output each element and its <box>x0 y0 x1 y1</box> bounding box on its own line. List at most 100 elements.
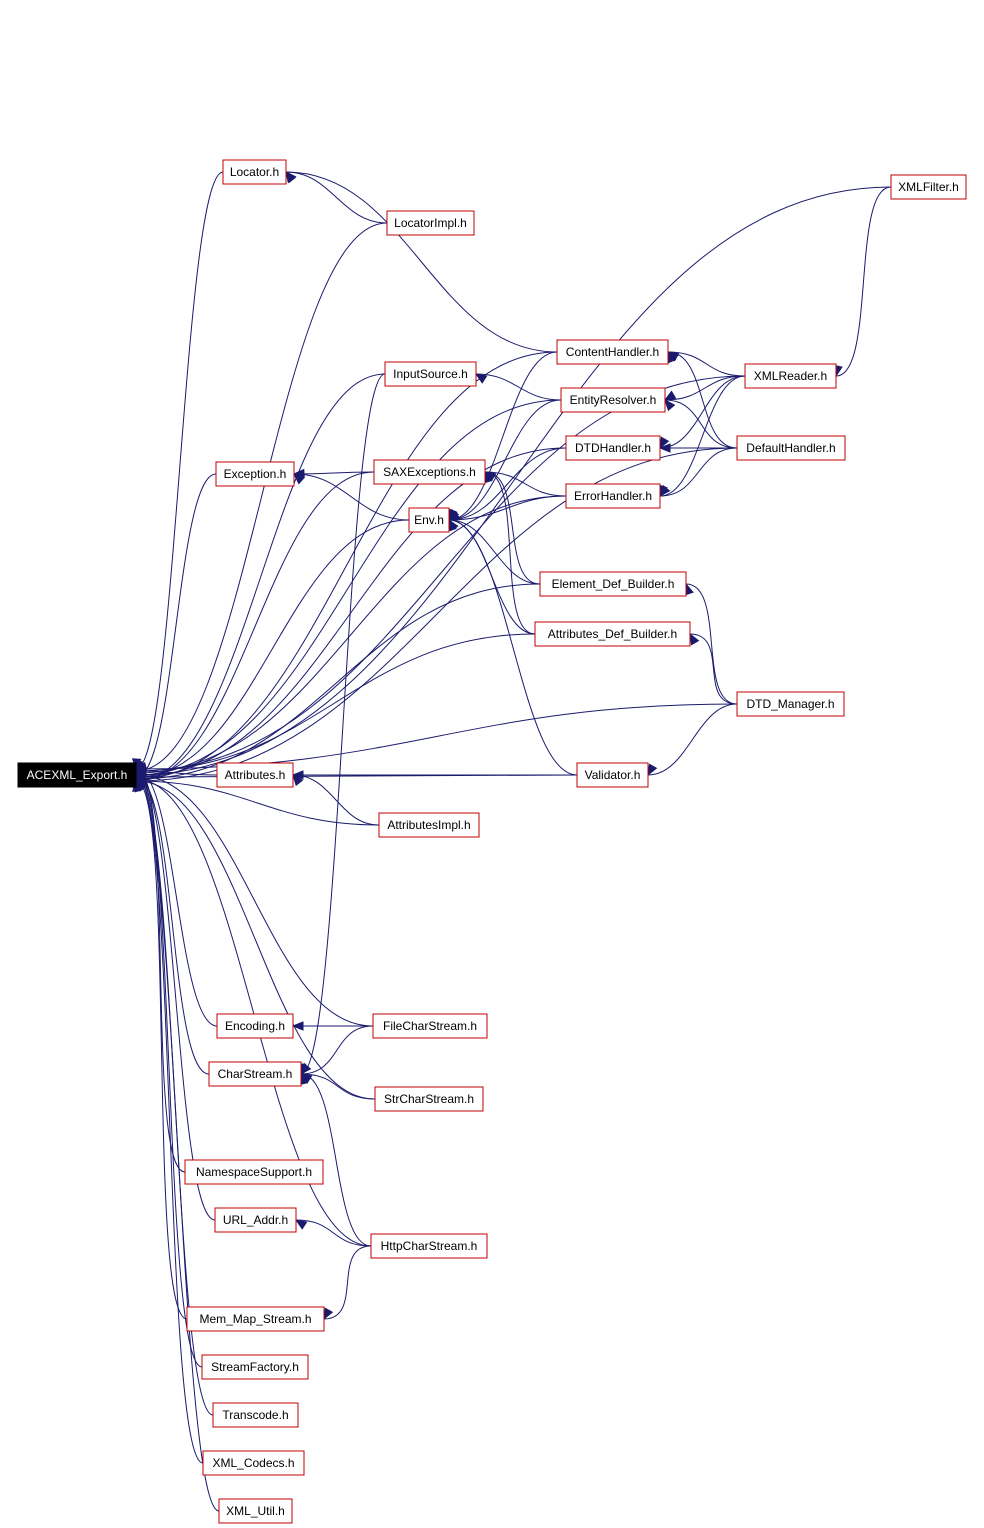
node-validator[interactable]: Validator.h <box>576 762 649 788</box>
node-env[interactable]: Env.h <box>408 507 450 533</box>
edge-locator-to-export <box>135 171 224 770</box>
node-box-inputsource <box>384 361 477 387</box>
node-box-export <box>17 762 137 788</box>
arrowhead-filecharstream-to-charstream <box>300 1062 312 1076</box>
edge-entityresolver-to-export <box>135 399 562 776</box>
node-label-charstream: CharStream.h <box>218 1067 293 1081</box>
node-namespacesupport[interactable]: NamespaceSupport.h <box>184 1159 324 1185</box>
node-label-entityresolver: EntityResolver.h <box>570 393 657 407</box>
edge-errorhandler-to-saxexceptions <box>484 471 567 497</box>
edge-inputsource-to-export <box>135 373 386 782</box>
edge-strcharstream-to-charstream <box>300 1073 376 1100</box>
edge-defaulthandler-to-entityresolver <box>664 399 738 449</box>
node-label-contenthandler: ContentHandler.h <box>566 345 659 359</box>
node-xmlcodecs[interactable]: XML_Codecs.h <box>202 1450 305 1476</box>
node-transcode[interactable]: Transcode.h <box>212 1402 299 1428</box>
node-attributes[interactable]: Attributes.h <box>216 762 294 788</box>
edge-dtdmanager-to-elementdef <box>685 583 738 705</box>
node-box-saxexceptions <box>373 459 486 485</box>
node-locatorimpl[interactable]: LocatorImpl.h <box>386 210 475 236</box>
edge-defaulthandler-to-errorhandler <box>659 447 738 497</box>
edge-xmlfilter-to-xmlreader <box>835 186 892 377</box>
node-inputsource[interactable]: InputSource.h <box>384 361 477 387</box>
node-attributesdef[interactable]: Attributes_Def_Builder.h <box>534 621 691 647</box>
edge-dtdmanager-to-validator <box>647 703 738 776</box>
edge-attributesimpl-to-export <box>135 780 380 826</box>
node-export[interactable]: ACEXML_Export.h <box>17 762 137 788</box>
node-box-dtdhandler <box>565 435 661 461</box>
node-label-dtdhandler: DTDHandler.h <box>575 441 651 455</box>
node-elementdef[interactable]: Element_Def_Builder.h <box>539 571 687 597</box>
edge-errorhandler-to-export <box>135 495 567 774</box>
edge-filecharstream-to-export <box>135 774 374 1027</box>
edge-contenthandler-to-locator <box>285 171 558 353</box>
node-streamfactory[interactable]: StreamFactory.h <box>201 1354 309 1380</box>
node-label-inputsource: InputSource.h <box>393 367 468 381</box>
node-entityresolver[interactable]: EntityResolver.h <box>560 387 666 413</box>
edge-contenthandler-to-env <box>448 351 558 521</box>
node-box-locatorimpl <box>386 210 475 236</box>
node-label-encoding: Encoding.h <box>225 1019 285 1033</box>
edge-xmlreader-to-errorhandler <box>659 375 746 497</box>
edge-exception-to-export <box>135 473 217 778</box>
edge-elementdef-to-saxexceptions <box>484 471 541 585</box>
node-box-httpcharstream <box>370 1233 488 1259</box>
node-httpcharstream[interactable]: HttpCharStream.h <box>370 1233 488 1259</box>
node-memmapstream[interactable]: Mem_Map_Stream.h <box>186 1306 325 1332</box>
edge-elementdef-to-env <box>448 519 541 585</box>
node-xmlfilter[interactable]: XMLFilter.h <box>890 174 967 200</box>
arrowhead-contenthandler-to-locator <box>285 170 296 184</box>
node-label-transcode: Transcode.h <box>222 1408 288 1422</box>
node-errorhandler[interactable]: ErrorHandler.h <box>565 483 661 509</box>
node-layer: ACEXML_Export.hLocator.hLocatorImpl.hXML… <box>17 159 967 1524</box>
edge-streamfactory-to-export <box>135 768 203 1368</box>
node-box-entityresolver <box>560 387 666 413</box>
node-urladdr[interactable]: URL_Addr.h <box>214 1207 297 1233</box>
node-defaulthandler[interactable]: DefaultHandler.h <box>736 435 846 461</box>
edge-httpcharstream-to-memmapstream <box>323 1245 372 1320</box>
node-encoding[interactable]: Encoding.h <box>216 1013 294 1039</box>
edge-attributes-to-export <box>135 770 218 776</box>
edge-layer <box>131 170 892 1512</box>
node-label-filecharstream: FileCharStream.h <box>383 1019 477 1033</box>
node-label-xmlreader: XMLReader.h <box>754 369 827 383</box>
node-attributesimpl[interactable]: AttributesImpl.h <box>378 812 480 838</box>
edge-xmlreader-to-entityresolver <box>664 375 746 401</box>
edge-env-to-exception <box>293 473 410 521</box>
node-box-env <box>408 507 450 533</box>
node-dtdhandler[interactable]: DTDHandler.h <box>565 435 661 461</box>
node-exception[interactable]: Exception.h <box>215 461 295 487</box>
node-label-xmlcodecs: XML_Codecs.h <box>212 1456 294 1470</box>
node-label-attributesdef: Attributes_Def_Builder.h <box>548 627 677 641</box>
edge-xmlutil-to-export <box>135 774 220 1512</box>
arrowhead-defaulthandler-to-dtdhandler <box>658 443 671 453</box>
node-box-attributes <box>216 762 294 788</box>
arrowhead-httpcharstream-to-memmapstream <box>323 1307 334 1321</box>
node-label-attributes: Attributes.h <box>225 768 286 782</box>
edge-attributesdef-to-saxexceptions <box>484 471 536 635</box>
node-filecharstream[interactable]: FileCharStream.h <box>372 1013 488 1039</box>
edge-encoding-to-export <box>135 768 218 1027</box>
node-xmlreader[interactable]: XMLReader.h <box>744 363 837 389</box>
edge-charstream-to-export <box>135 776 210 1075</box>
arrowhead-dtdmanager-to-validator <box>647 763 658 777</box>
edge-filecharstream-to-charstream <box>300 1025 374 1075</box>
edge-saxexceptions-to-exception <box>293 471 375 475</box>
edge-contenthandler-to-export <box>135 351 558 780</box>
node-saxexceptions[interactable]: SAXExceptions.h <box>373 459 486 485</box>
node-label-httpcharstream: HttpCharStream.h <box>381 1239 478 1253</box>
edge-entityresolver-to-inputsource <box>475 373 562 401</box>
node-strcharstream[interactable]: StrCharStream.h <box>374 1086 484 1112</box>
edge-env-to-export <box>135 519 410 778</box>
arrowhead-dtdmanager-to-elementdef <box>684 582 694 596</box>
node-box-filecharstream <box>372 1013 488 1039</box>
node-xmlutil[interactable]: XML_Util.h <box>218 1498 293 1524</box>
node-box-errorhandler <box>565 483 661 509</box>
node-charstream[interactable]: CharStream.h <box>208 1061 302 1087</box>
node-contenthandler[interactable]: ContentHandler.h <box>556 339 669 365</box>
node-locator[interactable]: Locator.h <box>222 159 287 185</box>
node-label-saxexceptions: SAXExceptions.h <box>383 465 476 479</box>
edge-validator-to-export <box>135 774 578 778</box>
node-dtdmanager[interactable]: DTD_Manager.h <box>736 691 845 717</box>
